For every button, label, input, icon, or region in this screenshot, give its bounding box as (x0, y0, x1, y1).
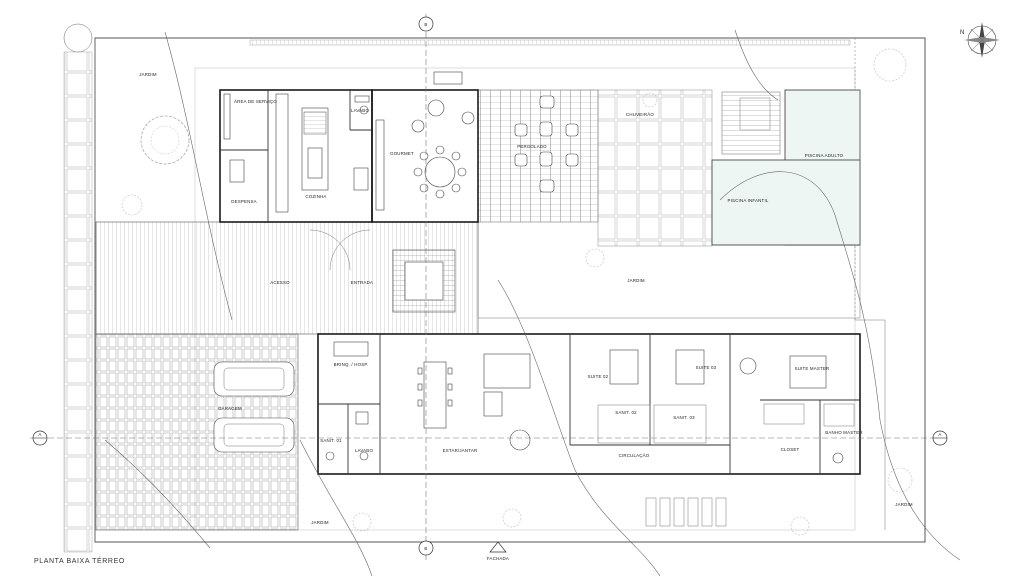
label-suite-02: SUITE 02 (588, 374, 609, 379)
label-gourmet: GOURMET (390, 151, 414, 156)
svg-text:A: A (938, 432, 941, 437)
label-area-servico: ÁREA DE SERVIÇO (234, 99, 277, 104)
main-house-block (317, 333, 861, 475)
label-entrada: ENTRADA (351, 280, 373, 285)
label-pergolado: PERGOLADO (517, 144, 547, 149)
facade-marker: FACHADA (487, 541, 509, 561)
pergola-deck (477, 89, 599, 223)
section-marker-a-right: A (932, 430, 948, 446)
label-acesso: ACESSO (270, 280, 290, 285)
section-marker-b-bottom: B (418, 540, 434, 556)
kids-pool (711, 159, 861, 246)
hedge-top (249, 39, 851, 46)
svg-text:N: N (960, 30, 965, 36)
label-closet: CLOSET (781, 447, 800, 452)
label-despensa: DESPENSA (231, 199, 257, 204)
label-lavabo: LAVABO (355, 448, 374, 453)
label-brinq-hosp: BRINQ. / HOSP. (334, 362, 369, 367)
gourmet-block (371, 71, 479, 223)
tree-icon (140, 115, 190, 165)
label-suite-master: SUITE MASTER (795, 366, 830, 371)
label-piscina-infantil: PISCINA INFANTIL (727, 198, 768, 203)
pergola-furniture (514, 95, 579, 193)
svg-text:B: B (424, 22, 427, 27)
garage-cars (213, 361, 295, 453)
pool-deck (597, 89, 713, 247)
plant-icon (121, 48, 913, 536)
label-sanit-01: SANIT. 01 (320, 438, 342, 443)
label-estar-jantar: ESTAR/JANTAR (443, 448, 478, 453)
svg-text:B: B (424, 546, 427, 551)
garden-edge (477, 90, 861, 319)
svg-text:FACHADA: FACHADA (487, 556, 509, 561)
terrain-contours (104, 29, 961, 576)
front-path (645, 497, 727, 527)
label-jardim-right: JARDIM (895, 502, 913, 507)
label-piscina-adulto: PISCINA ADULTO (805, 153, 844, 158)
label-banho-master: BANHO MASTER (825, 430, 863, 435)
label-circulacao: CIRCULAÇÃO (619, 453, 650, 458)
label-sanit-02: SANIT. 02 (615, 410, 637, 415)
label-jardim-mid: JARDIM (627, 278, 645, 283)
label-garagem: GARAGEM (218, 406, 242, 411)
compass-icon: N (960, 22, 1000, 58)
section-marker-b-top: B (418, 16, 434, 32)
label-cozinha: COZINHA (305, 194, 326, 199)
sidewalk (63, 23, 96, 553)
label-jardim-bottom: JARDIM (311, 520, 329, 525)
drawing-title: PLANTA BAIXA TÉRREO (34, 556, 125, 565)
pool-area (711, 89, 861, 246)
label-lavabo-top: LAVABO (351, 108, 370, 113)
label-sanit-03: SANIT. 03 (673, 415, 695, 420)
section-marker-a-left: A (32, 430, 48, 446)
svg-text:A: A (38, 432, 41, 437)
label-chuveirao: CHUVEIRÃO (626, 112, 654, 117)
entrance-stairs (309, 229, 456, 313)
label-suite-03: SUITE 03 (696, 365, 717, 370)
label-jardim-top: JARDIM (139, 72, 157, 77)
